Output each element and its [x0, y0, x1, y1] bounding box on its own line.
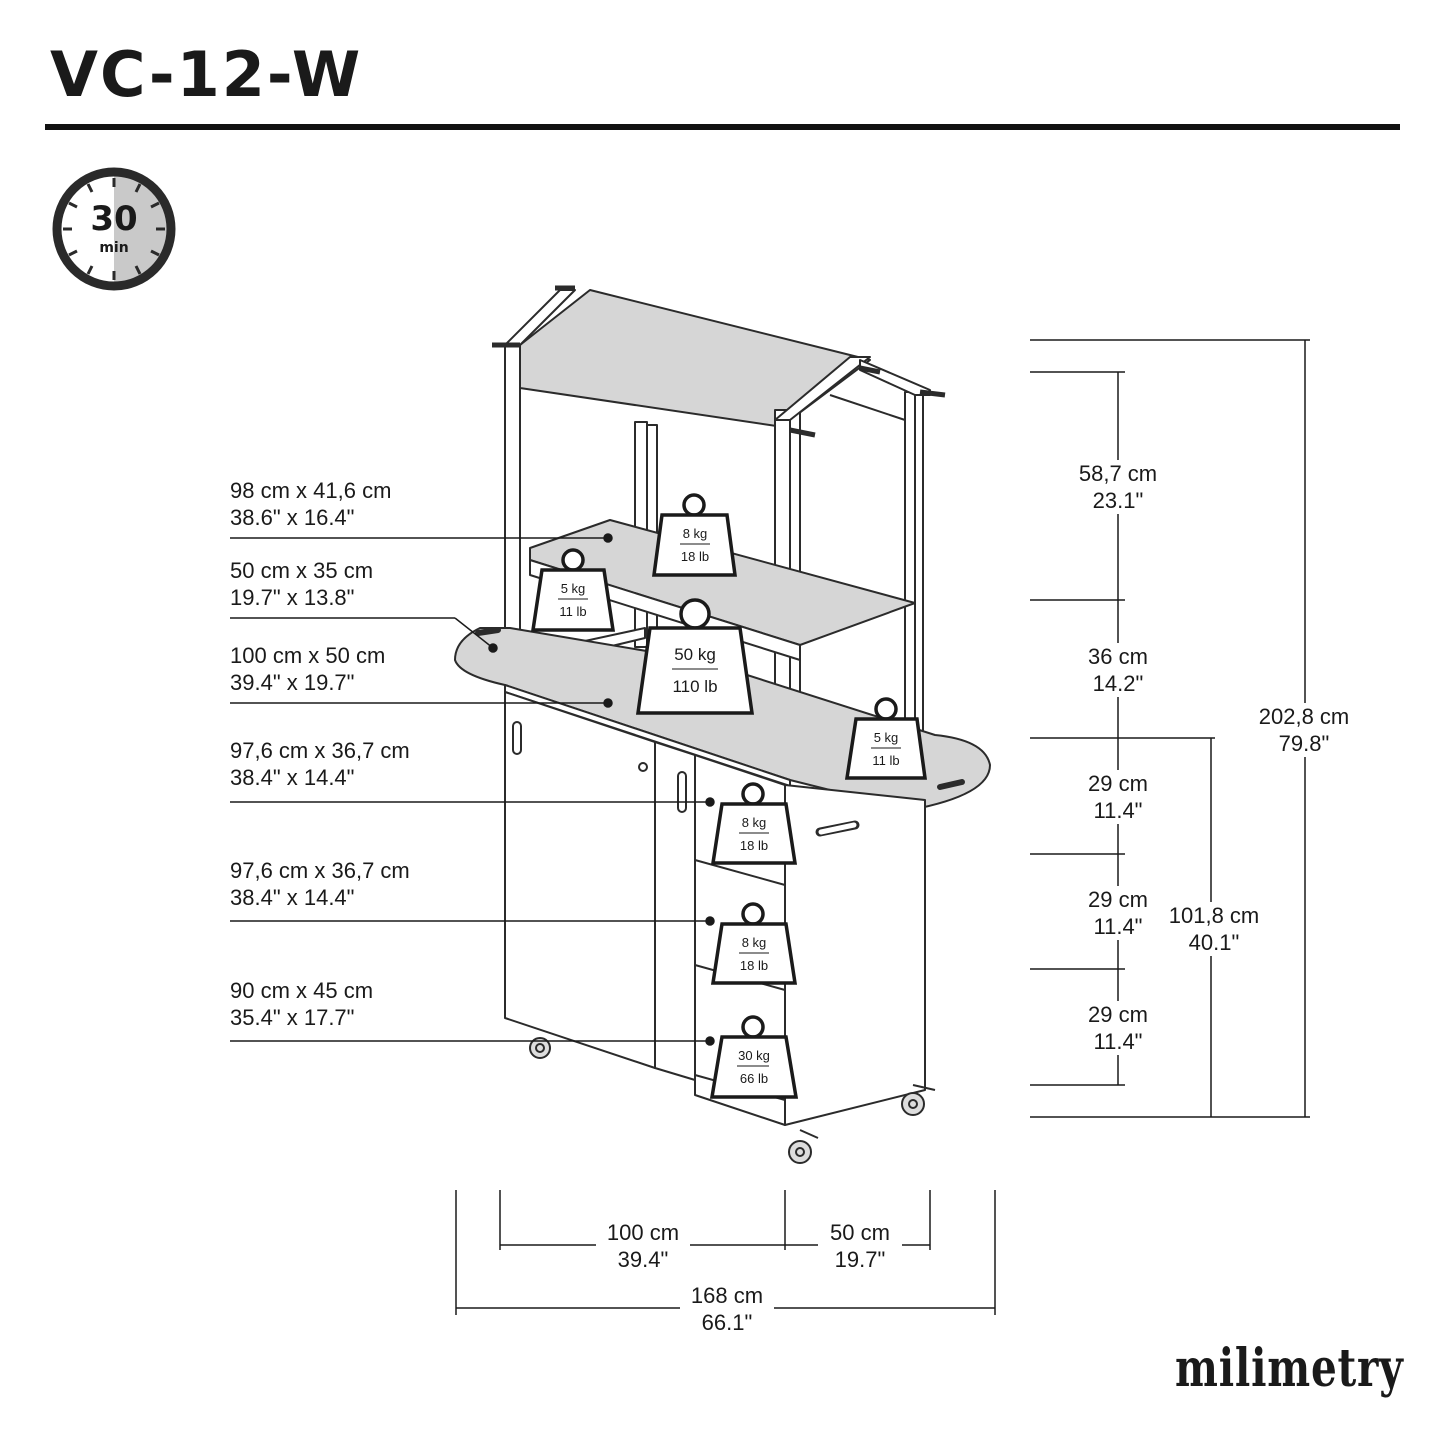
weight-icon	[530, 548, 616, 632]
timer-icon	[52, 167, 176, 291]
load-lb: 11 lb	[872, 753, 899, 768]
load-kg: 8 kg	[683, 526, 708, 541]
weight-icon	[652, 493, 737, 577]
load-kg: 30 kg	[738, 1048, 770, 1063]
load-kg: 5 kg	[874, 730, 899, 745]
load-kg: 5 kg	[561, 581, 586, 596]
load-lb: 18 lb	[740, 958, 768, 973]
header-rule	[45, 124, 1400, 130]
timer-unit: min	[99, 240, 128, 256]
weight-icons	[530, 493, 928, 1099]
load-kg: 8 kg	[742, 935, 767, 950]
load-lb: 11 lb	[559, 604, 586, 619]
load-lb: 110 lb	[672, 677, 717, 696]
weight-icon	[635, 598, 755, 715]
timer-value: 30	[90, 199, 137, 239]
brand-logo: milimetry	[1175, 1338, 1404, 1399]
load-lb: 18 lb	[740, 838, 768, 853]
load-lb: 66 lb	[740, 1071, 768, 1086]
load-kg: 50 kg	[674, 645, 716, 664]
weight-icon	[709, 1015, 799, 1099]
leader-lines	[230, 533, 715, 1046]
load-lb: 18 lb	[681, 549, 709, 564]
product-title: VC-12-W	[50, 38, 363, 111]
load-kg: 8 kg	[742, 815, 767, 830]
